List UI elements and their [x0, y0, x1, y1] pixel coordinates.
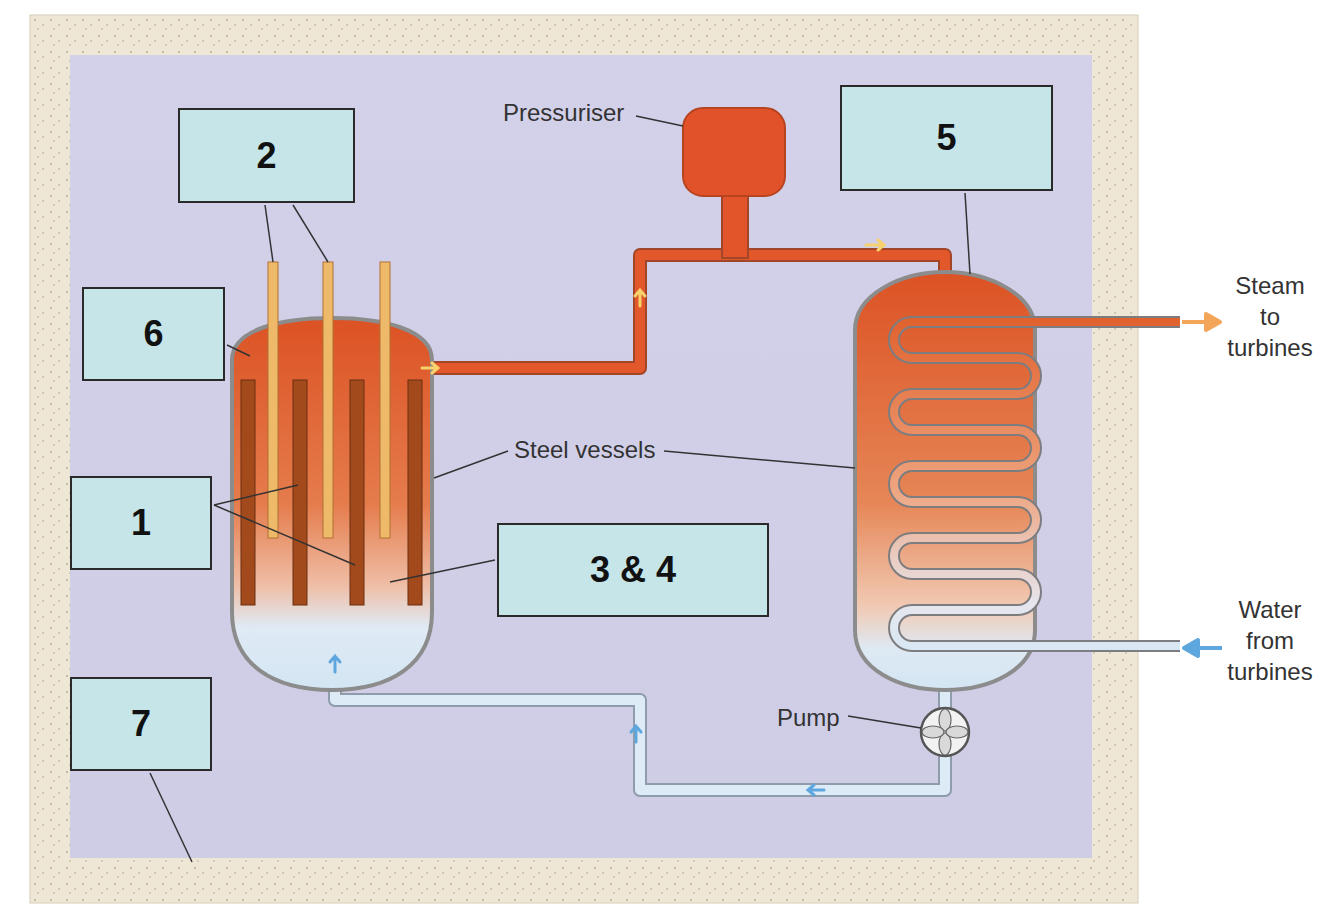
callout-box: 6 — [82, 287, 225, 381]
water-in-arrow — [1184, 640, 1222, 656]
hot-flow-arrows — [422, 240, 884, 373]
callout-box: 5 — [840, 85, 1053, 191]
part-label: Steel vessels — [514, 434, 655, 465]
pressuriser-neck — [722, 188, 748, 258]
leader-lines — [150, 116, 970, 862]
callout-box: 1 — [70, 476, 212, 570]
callout-number: 6 — [143, 313, 163, 355]
cold-pipe — [335, 658, 945, 790]
steam-out-arrow — [1182, 314, 1220, 330]
callout-number: 7 — [131, 703, 151, 745]
callout-box: 2 — [178, 108, 355, 203]
callout-box: 3 & 4 — [497, 523, 769, 617]
callout-number: 2 — [256, 135, 276, 177]
control-rods — [268, 262, 390, 538]
part-label: Water from turbines — [1224, 594, 1316, 688]
part-label: Pump — [777, 702, 840, 733]
steam-generator — [855, 272, 1035, 690]
containment-interior — [70, 55, 1092, 858]
part-label: Steam to turbines — [1224, 270, 1316, 364]
callout-number: 1 — [131, 502, 151, 544]
pump-symbol — [921, 708, 969, 756]
cold-flow-arrows — [330, 656, 824, 795]
callout-number: 3 & 4 — [590, 549, 676, 591]
callout-box: 7 — [70, 677, 212, 771]
heat-exchanger-coil — [894, 322, 1180, 646]
pressuriser-tank — [683, 108, 785, 196]
part-label: Pressuriser — [503, 97, 624, 128]
callout-number: 5 — [936, 117, 956, 159]
concrete-shield — [30, 15, 1138, 903]
heat-exchanger-coil-outline — [894, 322, 1180, 646]
